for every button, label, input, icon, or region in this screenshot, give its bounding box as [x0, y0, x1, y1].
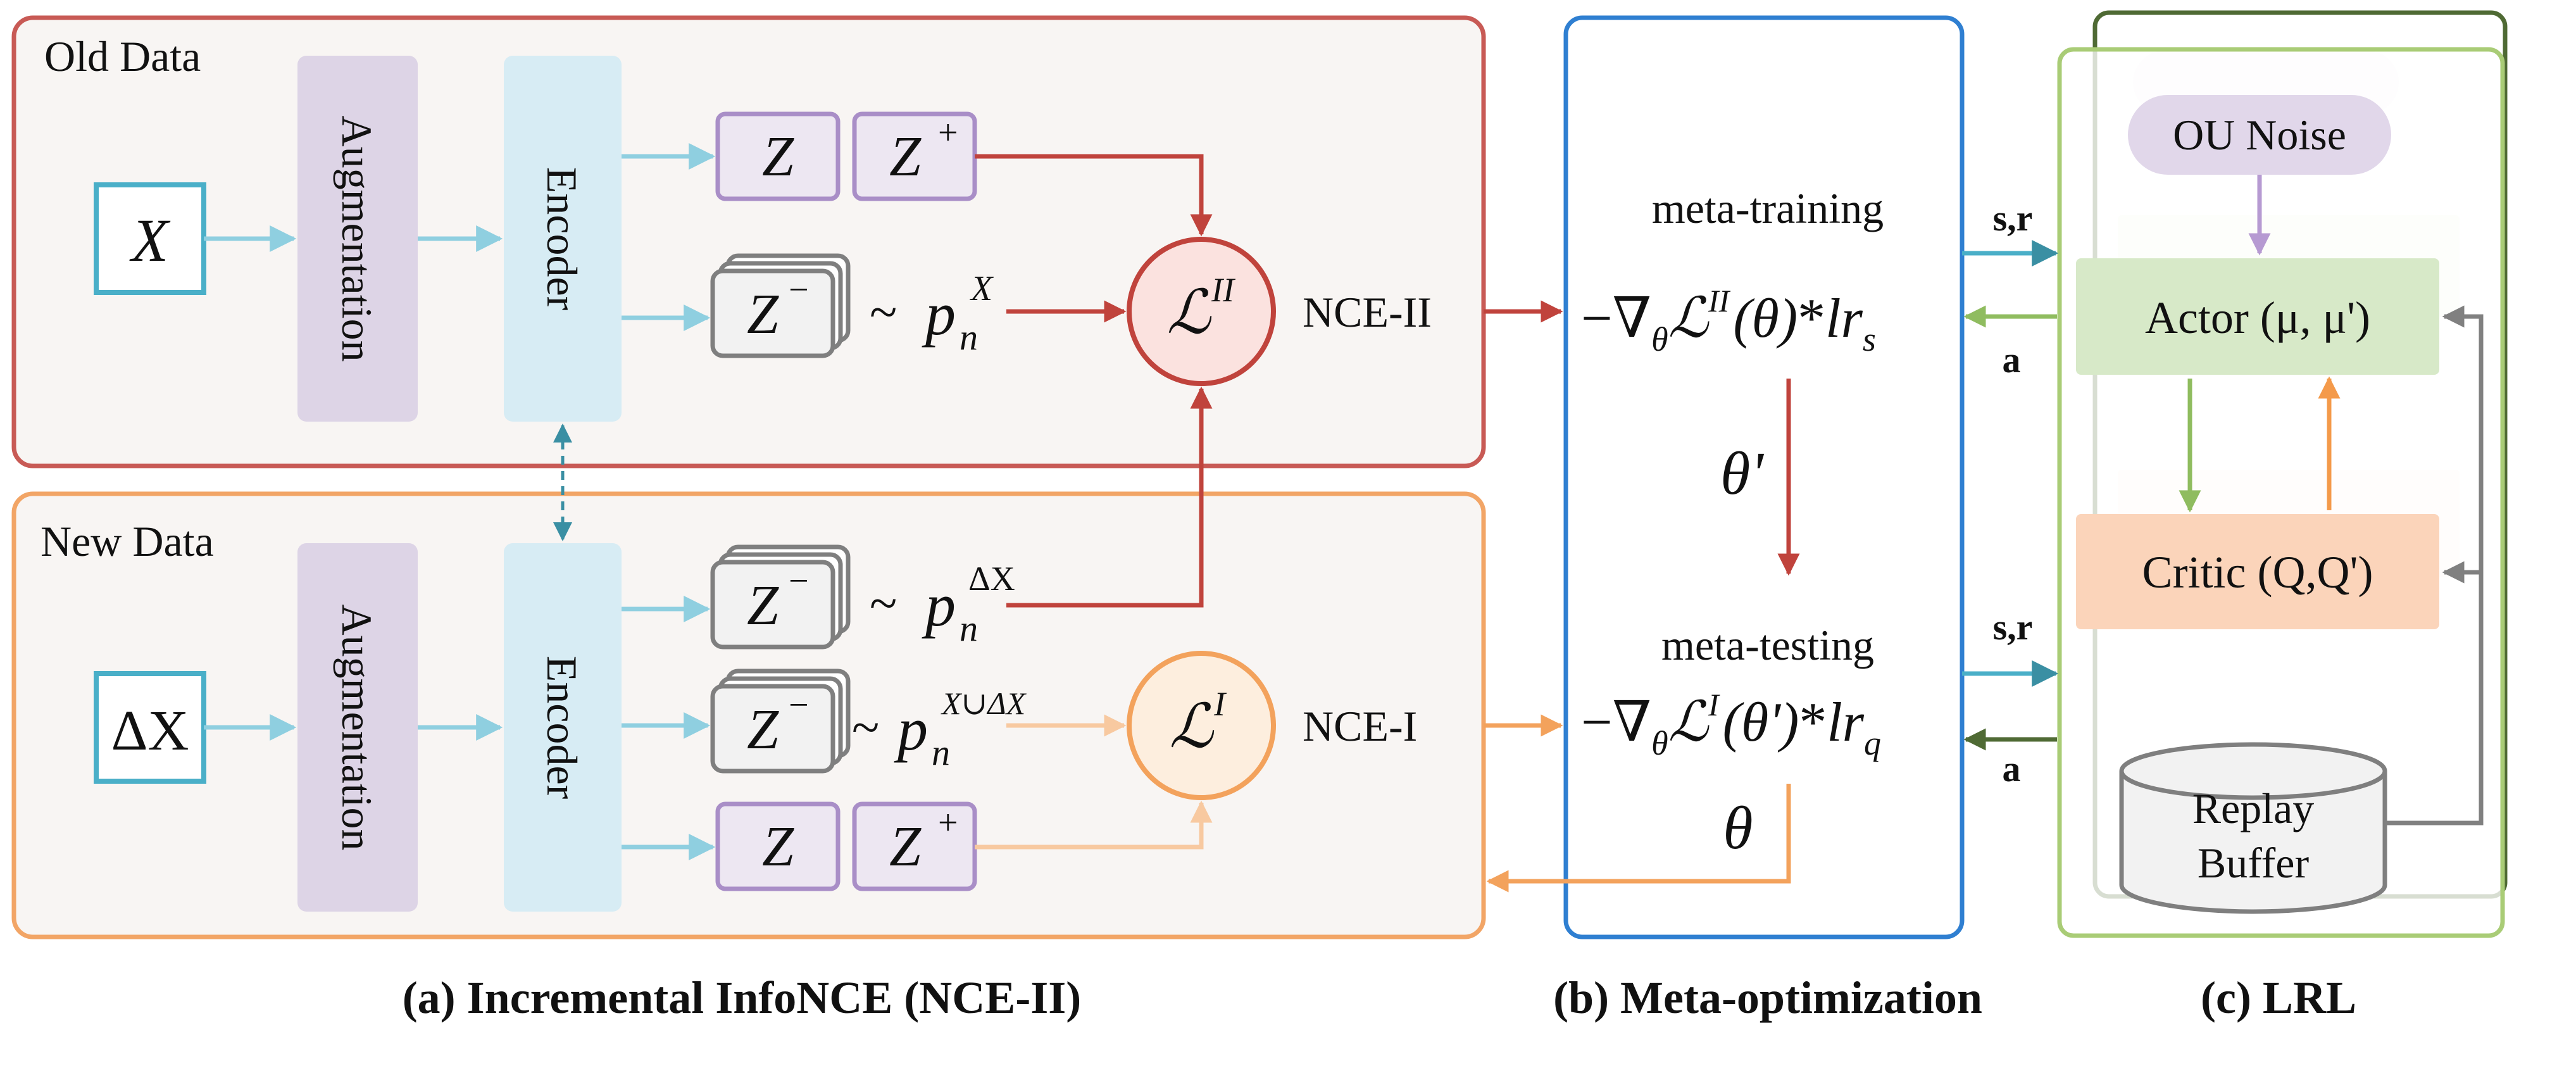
a-label-bottom: a	[2003, 748, 2021, 789]
ou-noise-label: OU Noise	[2173, 111, 2346, 159]
x-input-label: X	[129, 206, 171, 274]
z-neg-sup-new-2: −	[789, 686, 809, 725]
z-neg-stack-new-1	[710, 544, 851, 650]
pn-sub-new-2: n	[932, 732, 950, 773]
encoder-label-new: Encoder	[538, 656, 586, 800]
nce-ii-label: NCE-II	[1303, 288, 1432, 336]
pn-old: p	[922, 280, 956, 348]
z-plus-label-old: Z	[889, 125, 922, 188]
panel-c: OU Noise Actor (μ, μ') Critic (Q,Q') Rep…	[1962, 10, 2508, 938]
z-neg-stack-new-2	[710, 669, 851, 774]
dx-input-box	[94, 671, 206, 784]
z-neg-sup-new-1: −	[789, 562, 809, 601]
replay-label-1: Replay	[2192, 784, 2315, 832]
z-neg-label-new-2: Z	[747, 698, 779, 761]
encoder-block-new	[504, 543, 622, 912]
nce-i-label: NCE-I	[1303, 702, 1417, 750]
loss-i-circle	[1127, 651, 1276, 800]
formula-train: −∇θℒII(θ)*lrs	[1581, 283, 1876, 358]
loss-i-sup: I	[1213, 685, 1227, 723]
x-input-box	[94, 182, 206, 295]
new-data-label: New Data	[41, 517, 214, 565]
actor-label: Actor (μ, μ')	[2145, 292, 2370, 343]
z-label-old: Z	[762, 125, 794, 188]
arrow-zplus-to-loss-ii	[975, 154, 1213, 237]
meta-testing-label: meta-testing	[1661, 621, 1874, 669]
panel-b: meta-training −∇θℒII(θ)*lrs θ' meta-test…	[1486, 15, 1965, 939]
z-box-new	[715, 801, 841, 891]
z-neg-sup-old: −	[789, 270, 809, 310]
tilde-new-1: ~	[870, 576, 897, 632]
replay-label-2: Buffer	[2198, 839, 2310, 887]
arrow-new-pn-to-loss-ii	[1006, 386, 1213, 608]
dx-input-label: ΔX	[111, 700, 189, 762]
z-box-old	[715, 111, 841, 201]
encoder-label-old: Encoder	[538, 167, 586, 311]
meta-box	[1563, 15, 1965, 939]
formula-test: −∇θℒI(θ')*lrq	[1581, 687, 1881, 762]
a-label-top: a	[2003, 339, 2021, 380]
critic-box	[2076, 514, 2439, 629]
old-data-label: Old Data	[44, 32, 201, 80]
augmentation-label-new: Augmentation	[333, 604, 381, 850]
meta-training-label: meta-training	[1652, 184, 1884, 232]
pn-sub-old: n	[960, 317, 978, 358]
panel-a: Old Data New Data X ΔX Augmentation Augm…	[11, 15, 1563, 939]
pn-sup-old: X	[970, 269, 994, 308]
z-label-new: Z	[762, 815, 794, 878]
sr-label-bottom: s,r	[1993, 606, 2033, 648]
loss-i-symbol: ℒ	[1169, 693, 1214, 760]
z-neg-label-new-1: Z	[747, 574, 779, 637]
z-plus-sup-old: +	[938, 113, 958, 153]
augmentation-block-new	[297, 543, 418, 912]
z-plus-sup-new: +	[938, 803, 958, 843]
critic-label: Critic (Q,Q')	[2142, 547, 2373, 598]
pn-new-1: p	[922, 571, 956, 639]
old-data-box	[11, 15, 1486, 468]
loss-ii-sup: II	[1211, 271, 1236, 309]
caption-b: (b) Meta-optimization	[1553, 972, 1982, 1023]
arrow-theta-back	[1486, 784, 1791, 893]
pn-new-2: p	[894, 695, 928, 763]
pn-sub-new-1: n	[960, 608, 978, 649]
augmentation-block-old	[297, 56, 418, 422]
z-neg-stack-old	[710, 253, 851, 358]
encoder-block-old	[504, 56, 622, 422]
caption-c: (c) LRL	[2201, 972, 2356, 1023]
arrow-replay-to-actor	[2385, 305, 2484, 826]
tilde-new-2: ~	[852, 700, 879, 756]
caption-a: (a) Incremental InfoNCE (NCE-II)	[403, 972, 1082, 1023]
loss-ii-circle	[1127, 237, 1276, 386]
tilde-old: ~	[870, 285, 897, 341]
z-neg-label-old: Z	[747, 283, 779, 346]
pn-sup-new-2: X∪ΔX	[941, 686, 1027, 721]
arrow-zplus-new-to-loss-i	[975, 800, 1213, 850]
sr-label-top: s,r	[1993, 198, 2033, 239]
loss-ii-symbol: ℒ	[1166, 279, 1211, 346]
theta-prime-label: θ'	[1720, 439, 1764, 507]
theta-label: θ	[1723, 794, 1753, 862]
replay-buffer	[2119, 742, 2387, 914]
augmentation-label-old: Augmentation	[333, 115, 381, 361]
z-plus-label-new: Z	[889, 815, 922, 878]
pn-sup-new-1: ΔX	[968, 560, 1015, 598]
actor-box	[2076, 258, 2439, 375]
ou-noise-box	[2128, 95, 2391, 175]
